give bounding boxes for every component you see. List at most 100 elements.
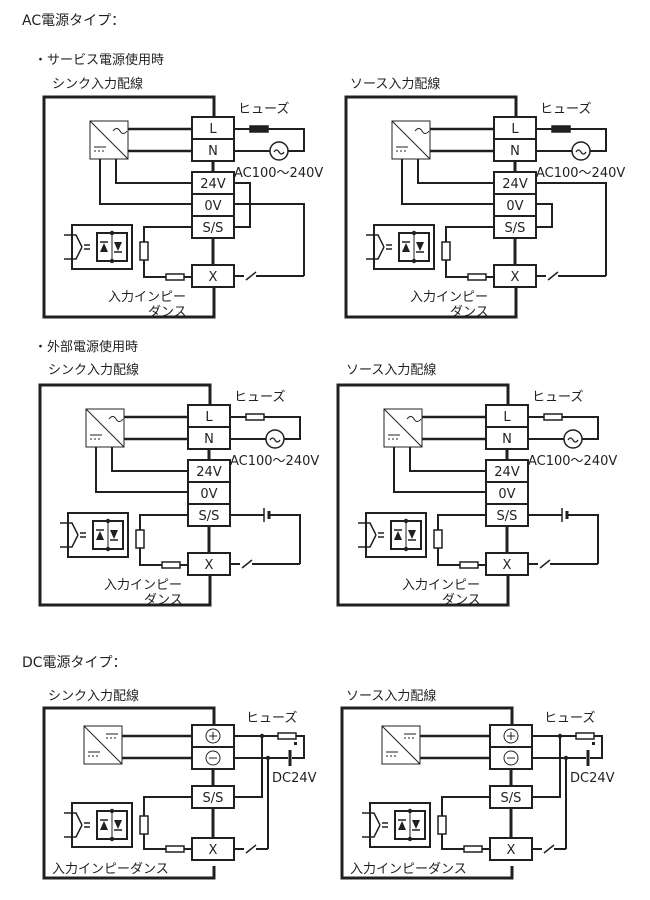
junction-dot [259,733,265,739]
converter-diagonal [381,725,421,765]
junction-dot [105,546,111,552]
photocoupler-block [71,224,133,270]
impedance-label-1: 入力インピー [402,578,480,593]
impedance-label: 入力インピーダンス [52,862,169,877]
terminal-N-label: N [510,144,520,159]
fuse-icon [551,125,571,133]
terminal-SS-label: S/S [199,509,220,524]
unit-outline [344,95,518,319]
wire-SS-external [532,736,561,798]
junction-dot [109,258,115,264]
terminal-N-label: N [204,432,214,447]
unit-outline [42,706,216,880]
junction-dot [403,546,409,552]
ac-wave-icon [414,128,430,134]
impedance-label-2: ダンス [144,593,183,608]
terminal-X-label: X [511,270,520,285]
terminal-N-label: N [208,144,218,159]
resistor-icon [139,241,149,261]
ac-power-type-heading: AC電源タイプ： [22,13,126,29]
terminal-L-label: L [205,410,213,425]
ac-external-sink-title: シンク入力配線 [48,363,140,378]
impedance-label-1: 入力インピー [410,290,488,305]
wire-0V-SS-jumper [536,203,553,228]
terminal-0V-label: 0V [506,199,523,214]
phototransistor-emitter [60,534,79,548]
external-power-bullet: ・外部電源使用時 [34,340,139,355]
led-down-icon [408,530,416,539]
photocoupler-block [71,802,133,848]
wire-SS-internal [143,796,192,850]
wire-24V-internal [115,159,192,184]
terminal-SS-label: S/S [505,221,526,236]
impedance-label-1: 入力インピー [104,578,182,593]
battery-plus-mark [294,742,297,745]
ac-wave-icon [112,128,128,134]
wire-SS-internal [143,226,192,278]
dc-source-title: ソース入力配線 [346,689,437,704]
ac-wave-icon [575,149,587,155]
terminal-X-label: X [503,558,512,573]
switch-contact [241,559,253,569]
fuse-icon [463,845,483,853]
terminal-SS-label: S/S [203,221,224,236]
terminal-0V-label: 0V [204,199,221,214]
fuse-icon [161,561,181,569]
wire-SS-internal [437,514,486,566]
fuse-icon [459,561,479,569]
converter-diagonal [391,120,431,160]
ac-wave-icon [406,416,422,422]
led-down-icon [114,242,122,251]
ac-service-sink-title: シンク入力配線 [52,77,144,92]
ac-wave-icon [567,437,579,443]
fuse-icon [165,845,185,853]
impedance-label-2: ダンス [148,305,187,320]
wire-source [268,128,305,152]
terminal-X-label: X [209,843,218,858]
junction-dot [411,258,417,264]
ac-voltage-label: AC100〜240V [536,166,625,181]
service-power-bullet: ・サービス電源使用時 [34,53,165,68]
phototransistor-emitter [362,824,381,838]
wire-24V-external [536,182,607,276]
fuse-label: ヒューズ [246,710,297,726]
led-up-icon [398,821,406,830]
terminal-L-label: L [511,122,519,137]
led-up-icon [394,531,402,540]
fuse-label: ヒューズ [238,101,289,117]
photocoupler-block [365,512,427,558]
wire-external [567,514,599,564]
fuse-icon [245,413,265,421]
converter-diagonal [383,408,423,448]
wire-0V-internal [99,159,192,205]
dc-voltage-label: DC24V [570,771,615,786]
resistor-icon [441,241,451,261]
terminal-N-label: N [502,432,512,447]
photocoupler-block [369,802,431,848]
terminal-0V-label: 0V [498,487,515,502]
junction-dot [109,836,115,842]
converter-diagonal [83,725,123,765]
dc-sink-title: シンク入力配線 [48,689,140,704]
wire [292,735,305,759]
phototransistor-collector [64,234,83,248]
led-down-icon [110,530,118,539]
wire-0V-internal [95,447,188,493]
unit-outline [38,383,212,607]
led-up-icon [402,243,410,252]
fuse-icon [277,732,297,740]
phototransistor-emitter [64,824,83,838]
junction-dot [563,755,569,761]
terminal-0V-label: 0V [200,487,217,502]
fuse-label: ヒューズ [532,389,583,405]
terminal-24V-label: 24V [200,177,226,192]
led-up-icon [96,531,104,540]
battery-plus-mark [592,742,595,745]
led-up-icon [100,243,108,252]
phototransistor-emitter [358,534,377,548]
